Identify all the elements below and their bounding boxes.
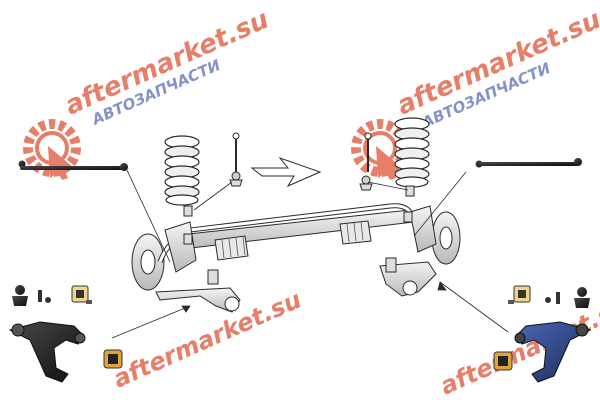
right-arm-bushing-top	[508, 285, 531, 304]
left-coil-spring	[164, 135, 200, 206]
watermark-text: aftermarket.su	[393, 5, 600, 122]
left-hub	[140, 249, 156, 275]
watermark-text: aftermarket.su	[436, 292, 600, 400]
left-control-arm	[8, 321, 86, 383]
drop-links	[183, 185, 415, 245]
leader-line-left-tierod	[125, 167, 171, 263]
left-knuckle	[164, 221, 197, 273]
leader-line-right-tierod	[413, 171, 467, 237]
watermark-gear-icon	[23, 119, 81, 180]
left-ball-joint	[12, 285, 51, 306]
right-knuckle	[409, 205, 437, 253]
left-arm-bushing-top	[71, 285, 92, 304]
right-ball-joint	[545, 287, 590, 308]
watermark-text: aftermarket.su	[61, 5, 274, 122]
direction-arrow-icon	[250, 156, 322, 188]
right-coil-spring	[394, 117, 430, 188]
left-tie-rod-end	[18, 160, 128, 171]
right-control-arm	[514, 321, 592, 383]
leader-line-left-arm	[111, 305, 191, 339]
leader-lines	[111, 167, 509, 339]
leader-line-left-link	[193, 181, 233, 211]
rack-boot-right	[339, 220, 372, 245]
right-hub	[439, 226, 453, 250]
watermark-right-logo: aftermarket.su АВТОЗАПЧАСТИ	[351, 5, 600, 180]
leader-line-right-link	[367, 181, 409, 191]
left-lower-arm	[155, 287, 241, 313]
watermark-text: aftermarket.su	[109, 285, 305, 393]
right-tie-rod-end	[475, 158, 582, 168]
watermark-bottom-left: aftermarket.su	[109, 285, 305, 393]
left-arm-bushing	[103, 349, 123, 369]
right-arm-bushing	[493, 351, 513, 371]
watermark-bottom-right: aftermarket.su	[436, 292, 600, 400]
left-stabilizer-link	[229, 132, 243, 187]
leader-line-right-arm	[439, 281, 509, 333]
